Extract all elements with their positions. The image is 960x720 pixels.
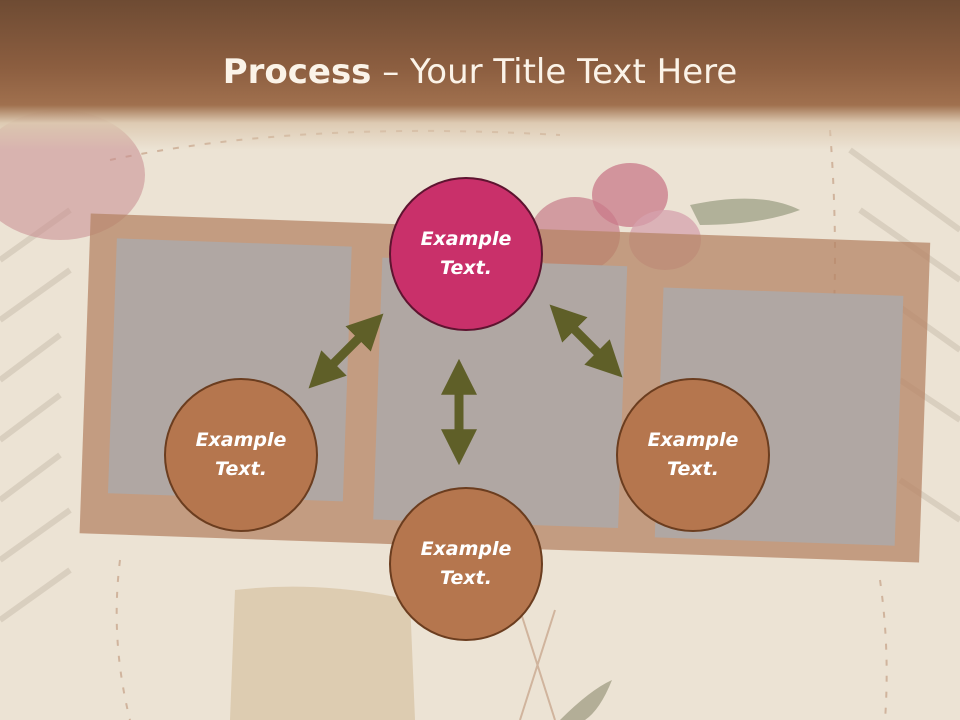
arrow-top-right <box>549 304 623 378</box>
title-rest: – Your Title Text Here <box>371 52 738 92</box>
node-top-label: Example Text. <box>420 228 512 279</box>
node-right: Example Text. <box>616 378 770 532</box>
node-top: Example Text. <box>389 177 543 331</box>
arrow-top-left <box>308 313 384 389</box>
node-right-label: Example Text. <box>647 429 739 480</box>
node-bottom: Example Text. <box>389 487 543 641</box>
title-strong: Process <box>222 52 372 92</box>
title-bar <box>0 0 960 150</box>
node-left-label: Example Text. <box>195 429 287 480</box>
node-left: Example Text. <box>164 378 318 532</box>
node-bottom-label: Example Text. <box>420 538 512 589</box>
page-title: Process – Your Title Text Here <box>0 52 960 92</box>
